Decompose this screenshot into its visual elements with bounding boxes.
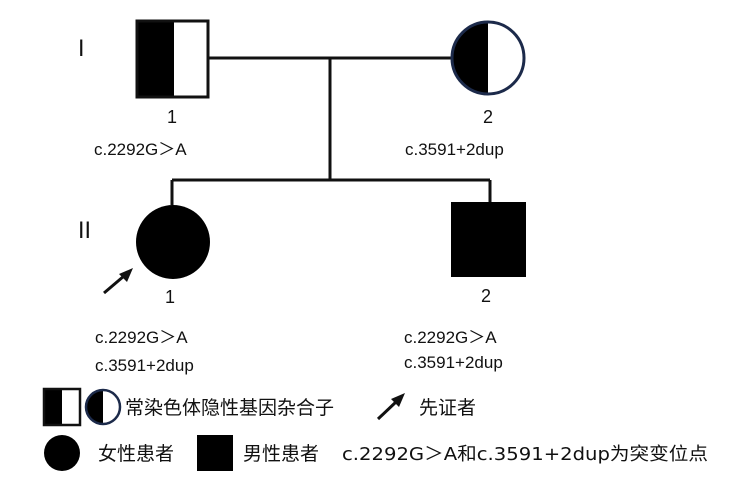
individual-number-ii2: 2	[481, 286, 491, 306]
legend-proband-label: 先证者	[419, 397, 476, 419]
variant-ii2-2: c.3591+2dup	[404, 353, 503, 372]
legend-affected-female-label: 女性患者	[98, 443, 174, 465]
variant-ii1-2: c.3591+2dup	[95, 356, 194, 375]
individual-ii1-affected-female-symbol	[136, 205, 210, 279]
variant-ii1-1: c.2292G＞A	[95, 328, 188, 347]
proband-arrow-icon	[103, 268, 133, 295]
legend-carrier-female-icon	[84, 388, 122, 426]
individual-i2-carrier-female-symbol	[450, 20, 526, 96]
variant-i1-1: c.2292G＞A	[94, 140, 187, 159]
individual-number-i1: 1	[167, 107, 177, 127]
generation-label-ii: II	[78, 219, 91, 244]
individual-number-ii1: 1	[165, 287, 175, 307]
legend-affected-male-label: 男性患者	[243, 443, 319, 465]
legend-carrier-male-icon	[42, 387, 82, 427]
legend-carrier-label: 常染色体隐性基因杂合子	[125, 397, 334, 419]
legend-affected-female-icon	[44, 435, 80, 471]
individual-ii2-affected-male-symbol	[451, 202, 526, 277]
individual-number-i2: 2	[483, 107, 493, 127]
legend-affected-male-icon	[197, 435, 233, 471]
variant-i2-1: c.3591+2dup	[405, 140, 504, 159]
legend-mutation-note: c.2292G＞A和c.3591+2dup为突变位点	[342, 444, 708, 465]
variant-ii2-1: c.2292G＞A	[404, 328, 497, 347]
generation-label-i: I	[78, 37, 85, 62]
individual-i1-carrier-male-symbol	[135, 19, 210, 99]
legend-proband-arrow-icon	[376, 393, 405, 421]
